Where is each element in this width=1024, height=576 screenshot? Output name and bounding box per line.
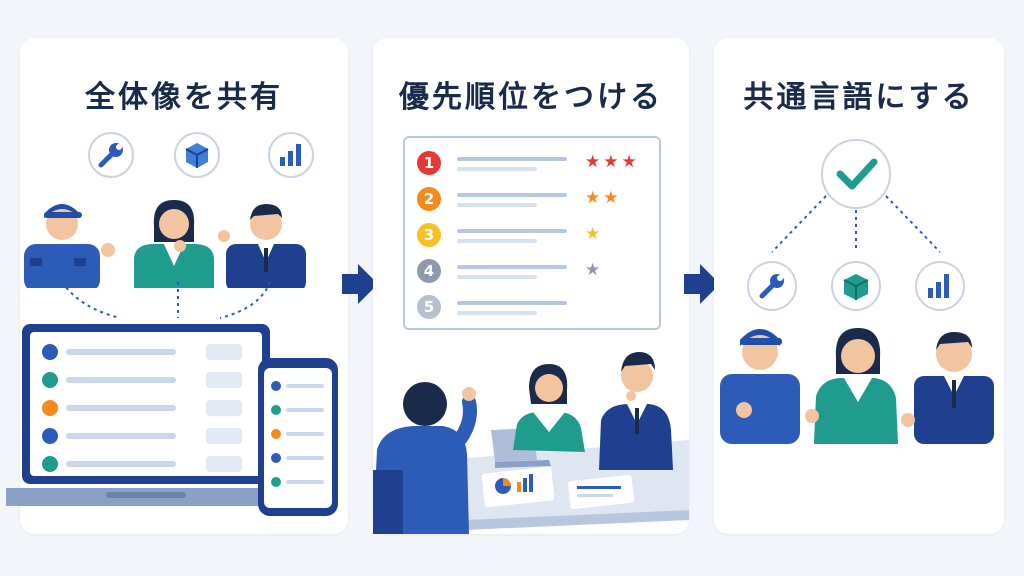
priority-text-line [457, 311, 537, 315]
box-icon [42, 372, 58, 388]
people-icon [42, 428, 58, 444]
bar-chart-icon [928, 274, 949, 298]
connector-lines [61, 281, 271, 319]
wrench-icon [98, 143, 123, 168]
priority-number-badge: 2 [417, 187, 441, 211]
priority-text-line [457, 275, 537, 279]
woman-person [134, 200, 214, 288]
laptop-list [42, 344, 242, 472]
panel-common-language: 共通言語にする [714, 38, 1004, 534]
priority-number-badge: 5 [417, 295, 441, 319]
priority-row: 1 ★★★ [417, 148, 647, 178]
priority-text-line [457, 239, 537, 243]
priority-row: 5 [417, 292, 647, 322]
wrench-icon [42, 344, 58, 360]
priority-number-badge: 1 [417, 151, 441, 175]
priority-stars: ★★★ [585, 152, 640, 172]
priority-text-line [457, 203, 537, 207]
priority-row: 3★ [417, 220, 647, 250]
next-arrow-icon [342, 264, 378, 304]
priority-text-line [457, 193, 567, 197]
panel-prioritize: 優先順位をつける 1★★★2★★3★4★5 [373, 38, 689, 534]
box-icon [843, 274, 869, 300]
priority-text-line [457, 301, 567, 305]
worker-person [24, 204, 115, 288]
priority-stars: ★ [585, 224, 604, 244]
panel-title: 共通言語にする [743, 80, 975, 115]
shared-diagram [747, 139, 965, 311]
priority-row: 2 ★★ [417, 184, 647, 214]
laptop [6, 324, 302, 506]
pie-chart-icon [495, 478, 511, 494]
box-bubble [174, 132, 220, 178]
next-arrow-icon [684, 264, 720, 304]
alert-icon [42, 400, 58, 416]
chart-bubble [268, 132, 314, 178]
wrench-icon [759, 274, 784, 299]
check-icon [836, 158, 878, 190]
businessman-person [218, 204, 306, 288]
priority-stars: ★ [585, 260, 604, 280]
priority-row: 4★ [417, 256, 647, 286]
priority-text-line [457, 157, 567, 161]
wrench-bubble [88, 132, 134, 178]
priority-stars: ★★ [585, 188, 622, 208]
panel-share-overview: 全体像を共有 [6, 38, 348, 534]
panel-title: 優先順位をつける [399, 80, 663, 115]
bar-chart-icon [280, 144, 301, 166]
smartphone [258, 358, 338, 516]
priority-number-badge: 4 [417, 259, 441, 283]
priority-text-line [457, 229, 567, 233]
team-people [720, 328, 994, 444]
priority-board: 1★★★2★★3★4★5 [403, 136, 661, 330]
priority-number-badge: 3 [417, 223, 441, 247]
gear-icon [42, 456, 58, 472]
meeting-scene [373, 352, 689, 534]
panel-title: 全体像を共有 [85, 80, 283, 115]
box-icon [185, 143, 209, 168]
priority-text-line [457, 167, 537, 171]
priority-text-line [457, 265, 567, 269]
